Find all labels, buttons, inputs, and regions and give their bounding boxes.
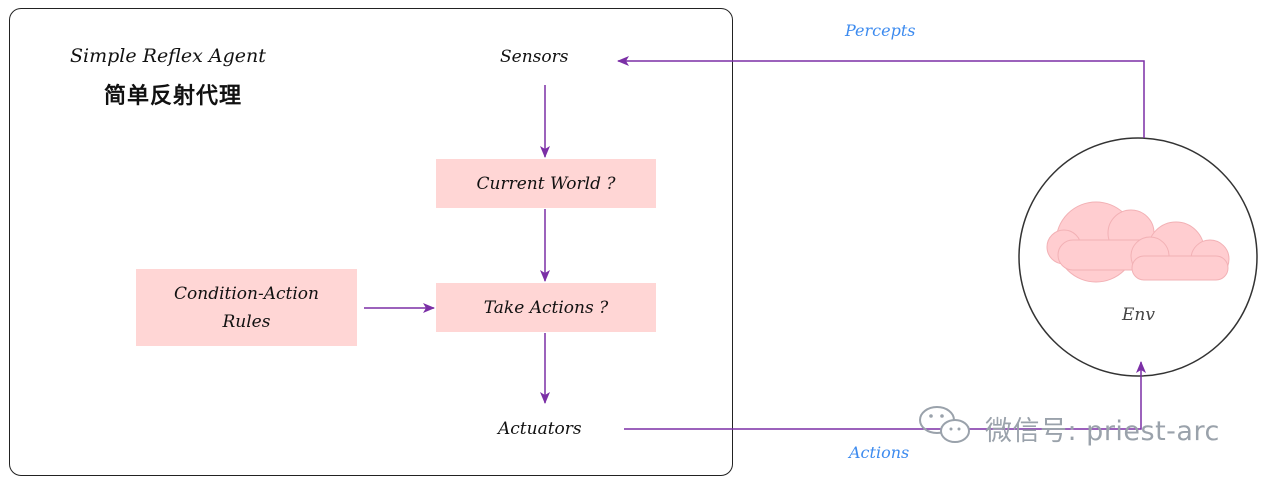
agent-boundary bbox=[9, 8, 733, 476]
diagram-title-chinese: 简单反射代理 bbox=[104, 84, 243, 109]
arrow-actuators-to-env bbox=[624, 361, 1146, 430]
percepts-edge-label: Percepts bbox=[845, 21, 916, 40]
wechat-logo-icon bbox=[919, 406, 970, 443]
rules-label-line2: Rules bbox=[222, 311, 271, 332]
wechat-watermark-text: 微信号: priest-arc bbox=[985, 416, 1220, 447]
actions-edge-label: Actions bbox=[849, 443, 910, 462]
take-actions-node: Take Actions ? bbox=[436, 283, 656, 332]
cloud-icon bbox=[1046, 201, 1230, 283]
arrow-env-to-sensors bbox=[617, 56, 1145, 138]
current-world-label: Current World ? bbox=[476, 173, 616, 194]
actuators-node: Actuators bbox=[498, 419, 582, 439]
diagram-title-english: Simple Reflex Agent bbox=[70, 45, 266, 67]
sensors-node: Sensors bbox=[500, 47, 569, 67]
condition-action-rules-label: Condition-Action Rules bbox=[174, 280, 319, 336]
env-node-label: Env bbox=[1122, 305, 1155, 325]
condition-action-rules-node: Condition-Action Rules bbox=[136, 269, 357, 346]
rules-label-line1: Condition-Action bbox=[174, 283, 319, 304]
current-world-node: Current World ? bbox=[436, 159, 656, 208]
take-actions-label: Take Actions ? bbox=[483, 297, 609, 318]
